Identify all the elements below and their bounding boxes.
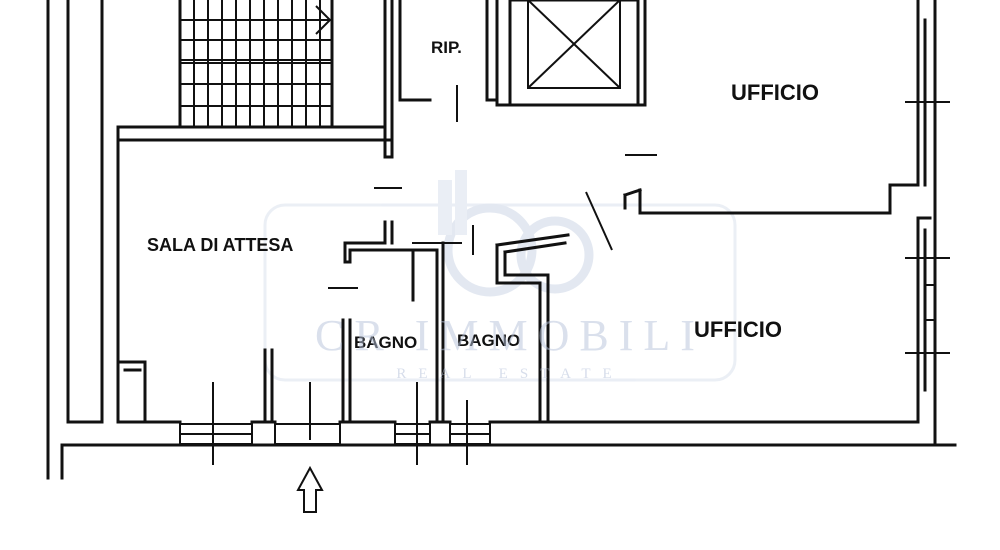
window-bagno-left <box>394 423 431 445</box>
room-label-ufficio-bottom: UFFICIO <box>694 317 782 342</box>
sala-partitions <box>116 138 474 424</box>
entrance-door <box>274 423 341 445</box>
outer-wall-left <box>46 0 104 480</box>
room-label-sala-attesa: SALA DI ATTESA <box>147 235 294 255</box>
room-label-bagno-left: BAGNO <box>354 333 418 352</box>
up-arrow-icon <box>296 465 324 513</box>
outer-wall-bottom <box>60 420 957 480</box>
outer-wall-right <box>905 0 950 447</box>
ufficio-top-walls <box>585 0 920 251</box>
lift-shaft <box>495 0 647 107</box>
watermark-logo <box>263 170 737 382</box>
stair-walls <box>116 0 394 159</box>
room-label-ufficio-top: UFFICIO <box>731 80 819 105</box>
staircase <box>178 0 334 129</box>
window-ticks <box>212 382 468 465</box>
room-label-ripostiglio: RIP. <box>431 38 462 57</box>
room-label-bagno-right: BAGNO <box>457 331 521 350</box>
ripostiglio-walls <box>398 0 499 122</box>
window-sala <box>179 423 253 445</box>
bagno-right-walls <box>495 233 570 424</box>
window-bagno-right <box>449 423 491 445</box>
